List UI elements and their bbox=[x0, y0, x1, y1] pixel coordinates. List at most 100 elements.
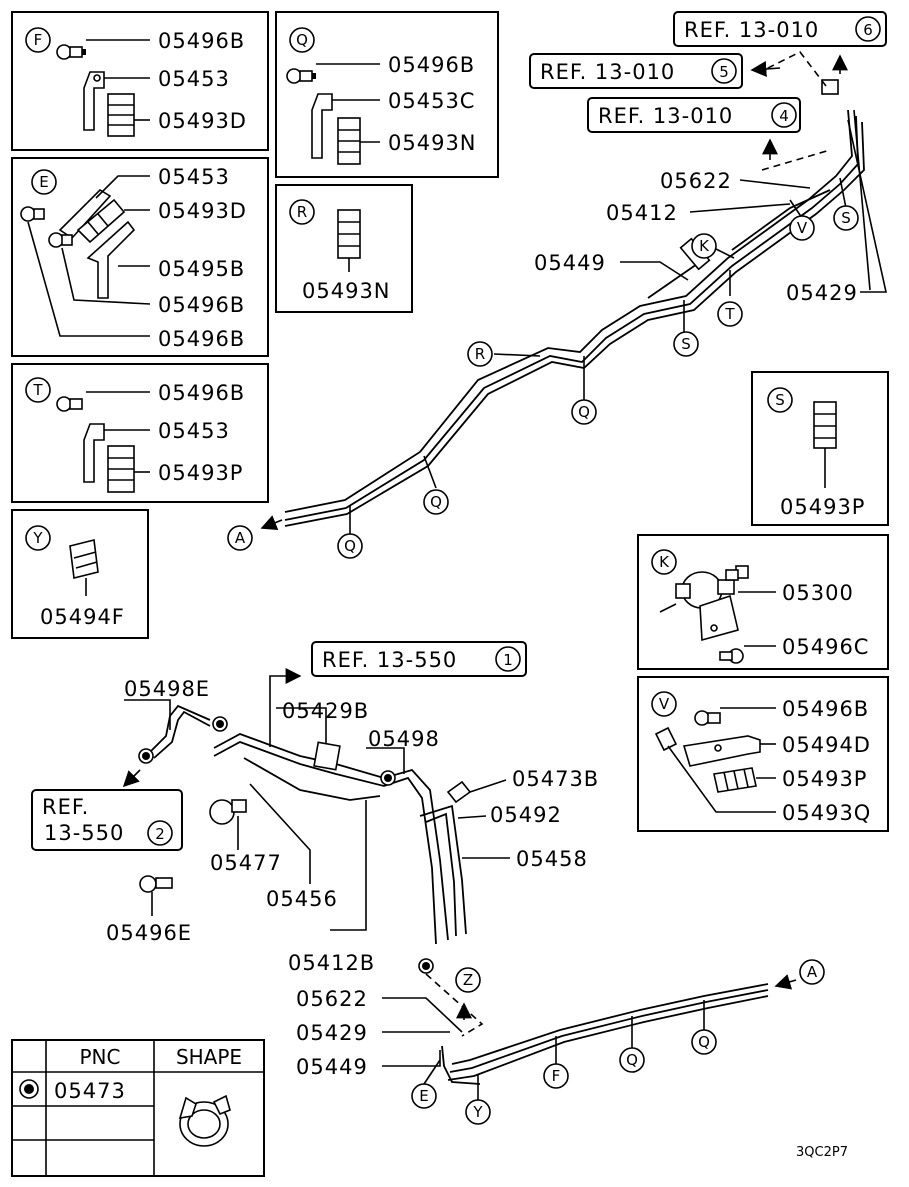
svg-text:13-550: 13-550 bbox=[44, 821, 124, 845]
part-label: 05449 bbox=[534, 251, 606, 275]
pnc-shape-table: PNC SHAPE 05473 bbox=[11, 1039, 265, 1177]
part-label: 05495B bbox=[158, 257, 245, 281]
svg-text:REF. 13-010: REF. 13-010 bbox=[540, 60, 675, 84]
clamp-icon bbox=[76, 198, 126, 244]
svg-text:R: R bbox=[475, 345, 485, 363]
part-label: 05496B bbox=[782, 697, 869, 721]
clamp-icon bbox=[337, 117, 361, 165]
part-label: 05493D bbox=[158, 109, 247, 133]
callout-v: V bbox=[659, 695, 670, 713]
part-label: 05493N bbox=[388, 131, 477, 155]
callout-f: F bbox=[34, 31, 43, 49]
bolt-icon bbox=[20, 206, 45, 222]
part-label: 05496E bbox=[106, 921, 192, 945]
svg-text:Q: Q bbox=[578, 403, 590, 421]
inset-s: S 05493P bbox=[751, 371, 889, 526]
bracket-icon bbox=[311, 93, 333, 159]
part-label: 05496B bbox=[158, 327, 245, 351]
lower-fuel-hoses bbox=[138, 704, 467, 974]
part-label: 05494F bbox=[40, 605, 125, 629]
svg-text:REF.: REF. bbox=[42, 795, 89, 819]
svg-text:V: V bbox=[797, 219, 808, 237]
clamp-icon bbox=[337, 209, 361, 259]
part-label: 05493D bbox=[158, 199, 247, 223]
clamp-icon bbox=[107, 445, 135, 493]
svg-text:F: F bbox=[552, 1067, 561, 1085]
bullseye-icon bbox=[19, 1079, 39, 1099]
part-label: 05494D bbox=[782, 733, 871, 757]
svg-text:1: 1 bbox=[503, 651, 513, 669]
part-label: 05493P bbox=[158, 461, 243, 485]
part-label: 05300 bbox=[782, 581, 854, 605]
ref-box-13-550-1[interactable]: REF. 13-550 1 bbox=[311, 641, 527, 677]
callout-y: Y bbox=[32, 529, 43, 547]
hose-clamp-icon bbox=[178, 1094, 231, 1147]
sensor-05477-icon bbox=[209, 799, 247, 825]
diagram-code: 3QC2P7 bbox=[796, 1145, 848, 1160]
clamp-icon bbox=[813, 401, 837, 449]
svg-text:Q: Q bbox=[626, 1051, 638, 1069]
part-label: 05492 bbox=[490, 803, 562, 827]
upper-fuel-pipes bbox=[284, 79, 865, 527]
part-label: 05429 bbox=[786, 281, 858, 305]
part-label: 05412B bbox=[288, 951, 375, 975]
callouts-lower: Z A Q Q F E Y bbox=[411, 959, 825, 1125]
fuel-filter-icon bbox=[675, 571, 739, 642]
ref-box-13-010-6[interactable]: REF. 13-010 6 bbox=[673, 11, 887, 47]
callout-e: E bbox=[39, 173, 48, 191]
svg-text:S: S bbox=[681, 335, 691, 353]
bolt-icon bbox=[286, 68, 316, 84]
part-label: 05498 bbox=[368, 727, 440, 751]
part-label: 05458 bbox=[516, 847, 588, 871]
svg-text:REF. 13-010: REF. 13-010 bbox=[598, 104, 733, 128]
part-label: 05496C bbox=[782, 635, 869, 659]
inset-y: Y 05494F bbox=[11, 509, 149, 639]
part-label: 05473B bbox=[512, 767, 599, 791]
inset-r: R 05493N bbox=[275, 184, 413, 313]
callouts-upper: K V S T S R Q Q Q A bbox=[227, 205, 859, 559]
table-cell-pnc: 05473 bbox=[54, 1079, 126, 1103]
svg-text:5: 5 bbox=[719, 63, 729, 81]
bolt-icon bbox=[56, 396, 83, 412]
inset-e: E 05453 05493D 05495B 05496B 05496B bbox=[11, 157, 269, 357]
part-label: 05429 bbox=[296, 1021, 368, 1045]
svg-text:REF. 13-550: REF. 13-550 bbox=[322, 648, 457, 672]
part-label: 05496B bbox=[158, 29, 245, 53]
inset-k: K 05300 05496C bbox=[637, 534, 889, 670]
svg-text:T: T bbox=[724, 305, 735, 323]
clip-05473b-icon bbox=[446, 780, 472, 804]
svg-text:Z: Z bbox=[463, 971, 473, 989]
bolt-icon bbox=[48, 232, 73, 248]
hose-fitting-icon bbox=[725, 565, 749, 581]
part-label: 05456 bbox=[266, 887, 338, 911]
clip-icon bbox=[654, 726, 678, 752]
part-label: 05493N bbox=[302, 279, 391, 303]
part-label: 05453C bbox=[388, 89, 475, 113]
inset-t: T 05496B 05453 05493P bbox=[11, 363, 269, 503]
clamp-icon bbox=[107, 93, 135, 137]
part-label: 05453 bbox=[158, 419, 230, 443]
bracket-icon bbox=[83, 71, 105, 131]
svg-text:S: S bbox=[841, 209, 851, 227]
bolt-05496e-icon bbox=[139, 875, 173, 893]
column-header-shape: SHAPE bbox=[176, 1045, 242, 1069]
svg-text:A: A bbox=[807, 963, 818, 981]
clamp-icon bbox=[713, 767, 757, 793]
part-label: 05498E bbox=[124, 677, 210, 701]
part-label: 05429B bbox=[282, 699, 369, 723]
ref-box-13-010-5[interactable]: REF. 13-010 5 bbox=[529, 53, 743, 89]
callout-q: Q bbox=[296, 31, 308, 49]
ref-box-13-550-2[interactable]: REF. 13-550 2 bbox=[31, 789, 183, 851]
bracket-icon bbox=[86, 220, 136, 299]
callout-s: S bbox=[775, 391, 785, 409]
callout-r: R bbox=[297, 203, 307, 221]
inset-v: V 05496B 05494D 05493P 05493Q bbox=[637, 676, 889, 832]
part-label: 05493P bbox=[782, 767, 867, 791]
part-label: 05477 bbox=[210, 851, 282, 875]
clip-icon bbox=[69, 539, 99, 579]
part-label: 05453 bbox=[158, 67, 230, 91]
svg-text:Q: Q bbox=[698, 1033, 710, 1051]
callout-k: K bbox=[659, 553, 670, 571]
ref-box-13-010-4[interactable]: REF. 13-010 4 bbox=[587, 97, 801, 133]
